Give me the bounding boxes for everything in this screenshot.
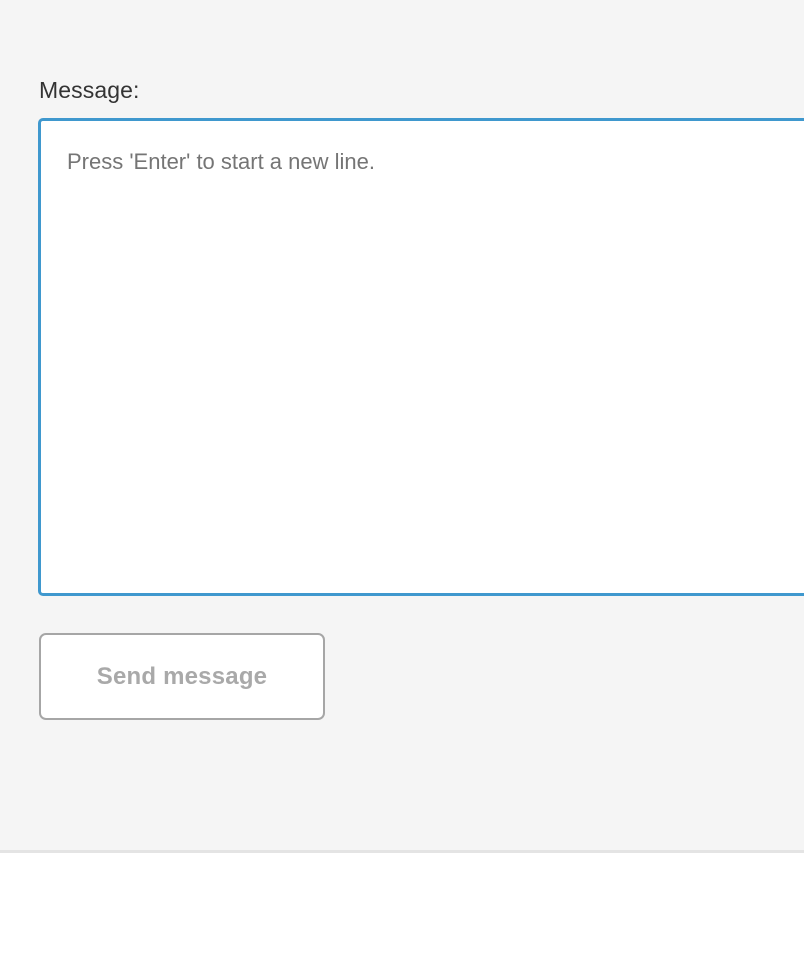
send-message-button[interactable]: Send message xyxy=(39,633,325,720)
page-body-below-composer xyxy=(0,853,804,980)
message-composer-panel: Message: Send message xyxy=(38,77,804,720)
panel-divider xyxy=(0,850,804,853)
message-label: Message: xyxy=(39,77,140,103)
message-input[interactable] xyxy=(38,118,804,596)
send-message-button-label: Send message xyxy=(96,662,268,690)
